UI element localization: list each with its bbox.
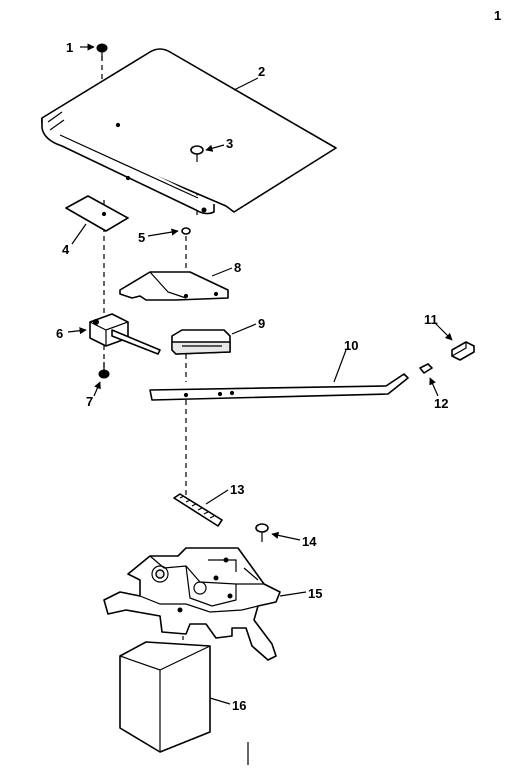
callout-2: 2 bbox=[258, 64, 265, 79]
part-8-bracket bbox=[119, 271, 229, 301]
callout-15: 15 bbox=[308, 586, 322, 601]
part-14-screw bbox=[255, 523, 269, 542]
callout-3: 3 bbox=[226, 136, 233, 151]
callout-7: 7 bbox=[86, 394, 93, 409]
part-2-cover bbox=[41, 48, 337, 215]
part-10-rod bbox=[149, 373, 409, 401]
callout-13: 13 bbox=[230, 482, 244, 497]
part-4-insulator bbox=[65, 195, 129, 232]
callout-6: 6 bbox=[56, 326, 63, 341]
part-16-box bbox=[119, 641, 211, 753]
callout-14: 14 bbox=[302, 534, 317, 549]
callout-16: 16 bbox=[232, 698, 246, 713]
leader-lines bbox=[67, 43, 453, 705]
part-13-spring bbox=[173, 493, 223, 527]
callout-5: 5 bbox=[138, 230, 145, 245]
callout-11: 11 bbox=[424, 312, 438, 327]
callout-1: 1 bbox=[66, 40, 73, 55]
callout-8: 8 bbox=[234, 260, 241, 275]
part-12-clip bbox=[419, 363, 433, 374]
callout-12: 12 bbox=[434, 396, 448, 411]
part-1-screw bbox=[96, 43, 108, 60]
page-marker: 1 bbox=[494, 8, 501, 23]
part-5-screw bbox=[181, 227, 191, 235]
part-11-knob bbox=[451, 341, 475, 361]
part-7-nut bbox=[98, 362, 110, 379]
part-15-chassis bbox=[103, 547, 281, 661]
callout-9: 9 bbox=[258, 316, 265, 331]
part-9-block bbox=[171, 329, 231, 355]
part-3-screw bbox=[190, 145, 204, 162]
callout-4: 4 bbox=[62, 242, 70, 257]
callout-10: 10 bbox=[344, 338, 358, 353]
part-6-switch bbox=[89, 313, 161, 355]
callout-labels: 1 2 3 4 5 6 7 8 9 10 11 12 13 14 15 16 bbox=[56, 40, 448, 713]
